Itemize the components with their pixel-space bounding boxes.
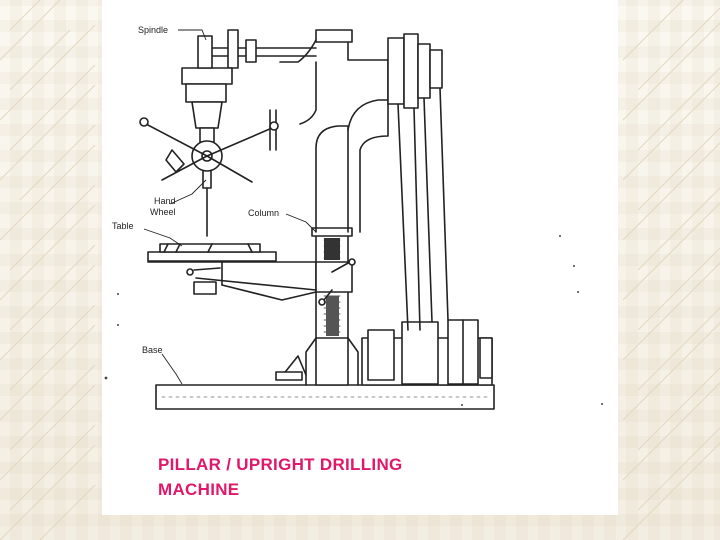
slide-content-panel: Spindle Hand Wheel Column Table Base PIL… — [102, 0, 618, 515]
work-table — [147, 251, 277, 262]
label-spindle: Spindle — [138, 25, 168, 35]
motor-pulley — [401, 321, 439, 385]
drilling-machine-diagram: Spindle Hand Wheel Column Table Base — [104, 25, 603, 410]
left-decorative-pattern — [0, 0, 96, 540]
spindle-head — [181, 67, 233, 85]
caption-line-2: MACHINE — [158, 480, 240, 499]
top-pulley — [387, 37, 405, 105]
slide-caption: PILLAR / UPRIGHT DRILLING MACHINE — [158, 452, 498, 502]
caption-line-1: PILLAR / UPRIGHT DRILLING — [158, 455, 403, 474]
label-hand-wheel-line2: Wheel — [150, 207, 176, 217]
label-base: Base — [142, 345, 163, 355]
table-collar — [315, 261, 353, 293]
right-decorative-pattern — [622, 0, 720, 540]
label-column: Column — [248, 208, 279, 218]
label-table: Table — [112, 221, 134, 231]
head-casting — [315, 29, 353, 43]
label-hand-wheel-line1: Hand — [154, 196, 176, 206]
drive-belt — [397, 103, 421, 331]
column-upper-arm — [315, 125, 349, 233]
